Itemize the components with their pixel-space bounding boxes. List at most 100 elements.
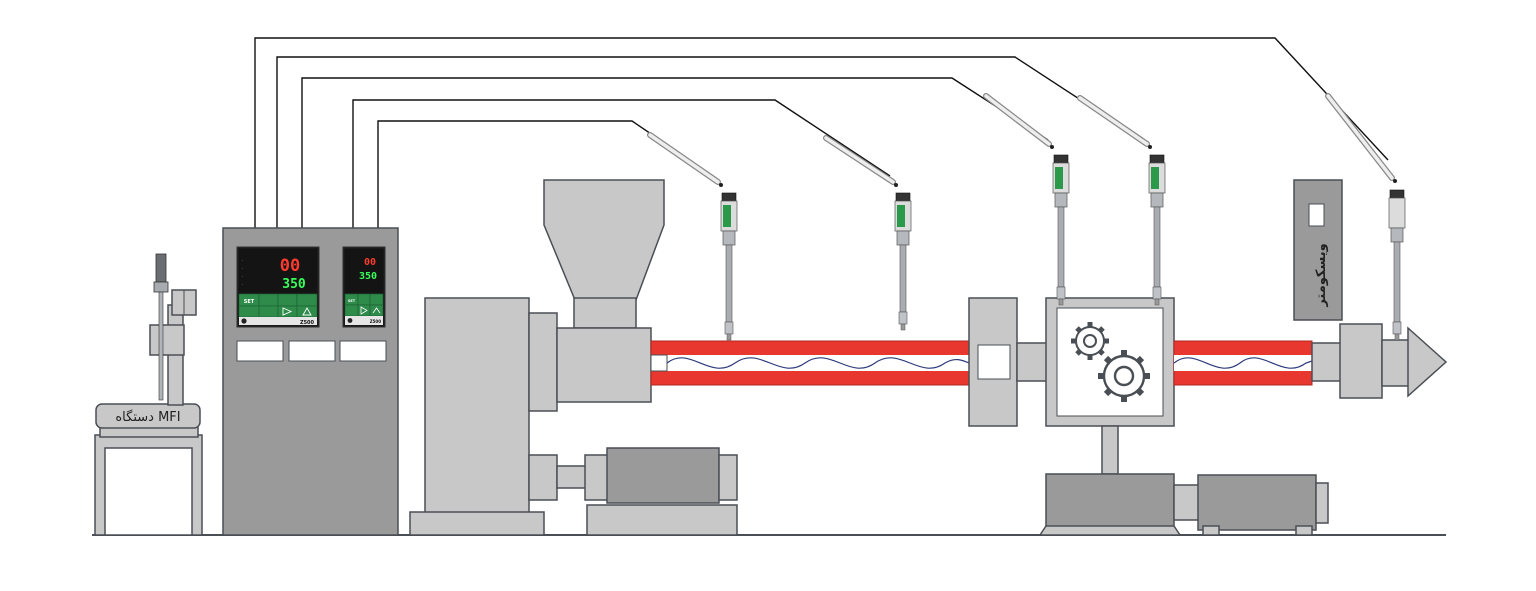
- barrel-2: [1173, 340, 1313, 386]
- motor-1-endcap: [584, 454, 610, 501]
- sensor-3-hex-nut: [1054, 192, 1068, 208]
- controller-large-key-4[interactable]: [296, 293, 318, 307]
- gear-icon: [1098, 350, 1150, 402]
- sensor-3-connector-tip: [1050, 145, 1054, 149]
- hopper: [543, 179, 665, 301]
- sensor-5-cap: [1389, 189, 1405, 199]
- viscometer-label: ویسکومتر: [1314, 243, 1329, 307]
- gear-pump: [1045, 297, 1175, 475]
- wire-sensor-2: [352, 99, 891, 247]
- wire-sensor-4: [276, 56, 1143, 247]
- wire-sensor-3: [301, 77, 1049, 247]
- controller-large-key-5[interactable]: [238, 305, 260, 318]
- wire-viscometer-sensor: [254, 37, 1389, 247]
- controller-large-indicator-tun: ·: [242, 282, 243, 287]
- sensor-1-hex-nut: [722, 230, 736, 246]
- sensor-3-cable-sleeve: [984, 94, 1051, 146]
- hopper-throat: [573, 297, 637, 329]
- barrel-1-bore: [651, 355, 969, 371]
- gear-icon: [1071, 322, 1109, 360]
- sensor-5-connector-tip: [1393, 179, 1397, 183]
- mfi-arm: [149, 324, 185, 356]
- sensor-3-tip: [1058, 298, 1064, 306]
- sensor-2-label-band: [897, 205, 905, 227]
- controller-small-shift-button[interactable]: [357, 293, 371, 306]
- adapter-window: [977, 344, 1011, 380]
- sensor-5-housing: [1388, 197, 1406, 229]
- controller-small-up-button[interactable]: [369, 304, 384, 317]
- motor-2: [1038, 473, 1329, 536]
- mfi-table-opening: [104, 447, 193, 536]
- motor-2-foot-right: [1295, 525, 1313, 536]
- motor-1-body: [606, 447, 720, 504]
- controller-small-key-4[interactable]: [344, 304, 359, 317]
- extruder-1-gearbox: [556, 327, 652, 403]
- controller-large-logo-icon: [241, 318, 247, 324]
- barrel-1-inlet: [650, 354, 668, 372]
- sensor-5-tip: [1394, 333, 1400, 341]
- extruder-1-base: [409, 511, 545, 536]
- motor-2-foot-left: [1202, 525, 1220, 536]
- viscometer-window: [1308, 203, 1325, 227]
- sensor-4-cap: [1149, 154, 1165, 164]
- controller-large-key-3[interactable]: [277, 293, 298, 307]
- sensor-4-connector-tip: [1148, 145, 1152, 149]
- sensor-4-hex-nut: [1150, 192, 1164, 208]
- sensor-2-thread: [898, 311, 908, 325]
- motor-2-coupling: [1173, 484, 1201, 521]
- mfi-sensor-stem: [158, 291, 164, 401]
- sensor-1-thread: [724, 321, 734, 335]
- sensor-5-cable-sleeve: [1326, 94, 1394, 180]
- mfi-label: دستگاه MFI: [115, 409, 180, 425]
- controller-small-model: Z500: [370, 319, 381, 324]
- sensor-5-stem: [1393, 241, 1401, 323]
- sensor-2-tip: [900, 323, 906, 331]
- controller-large-set-label: SET: [244, 299, 255, 305]
- signal-wires: [254, 37, 1389, 247]
- motor-2-gearbox: [1045, 473, 1175, 533]
- controller-large-sv: 350: [282, 277, 306, 292]
- controller-small-play-button[interactable]: [357, 304, 371, 317]
- control-cabinet: · · · · 00 350 SET Z500 00 350: [222, 227, 399, 536]
- controller-small-logo-icon: [347, 318, 353, 323]
- sensor-2-cap: [895, 192, 911, 202]
- controller-small-footer: [345, 316, 383, 325]
- barrel-1: [650, 340, 970, 386]
- controller-large-shift-button[interactable]: [258, 293, 279, 307]
- controller-large: · · · · 00 350 SET Z500: [236, 246, 320, 328]
- sensor-4-cable-sleeve: [1078, 96, 1149, 146]
- controller-large-key-6[interactable]: [258, 305, 279, 318]
- controller-large-play-button[interactable]: [277, 305, 298, 318]
- sensor-1-label-band: [723, 205, 731, 227]
- motor-1-base: [586, 504, 738, 536]
- controller-large-model: Z500: [300, 320, 315, 326]
- controller-small-set-label: SET: [348, 299, 356, 303]
- extruder-1-flange: [528, 312, 558, 412]
- sensor-1-cap: [721, 192, 737, 202]
- motor-1-coupling: [528, 454, 558, 501]
- controller-small: 00 350 SET Z500: [342, 246, 386, 328]
- sensor-2-cable-sleeve: [824, 136, 895, 184]
- up-arrow-icon: [302, 307, 312, 316]
- die-tip: [1407, 326, 1448, 398]
- cabinet-slot-3: [339, 340, 387, 362]
- sensor-3-thread: [1056, 286, 1066, 300]
- controller-large-indicator-al2: ·: [242, 274, 243, 279]
- sensor-4-thread: [1152, 286, 1162, 300]
- controller-small-pv: 00: [364, 257, 376, 268]
- controller-small-key-3[interactable]: [369, 293, 384, 306]
- sensor-1-stem: [725, 244, 733, 323]
- extruder-1: [409, 179, 738, 536]
- motor-2-rear: [1315, 482, 1329, 524]
- controller-large-lcd: [239, 249, 317, 293]
- motor-1-rear: [718, 454, 738, 501]
- viscometer-neck: [1311, 342, 1343, 382]
- sensor-5-hex-nut: [1390, 227, 1404, 243]
- mfi-sensor-body: [155, 253, 167, 283]
- sensor-3-label-band: [1055, 167, 1063, 189]
- sensor-1-cable-sleeve: [648, 133, 720, 184]
- sensor-5-thread: [1392, 321, 1402, 335]
- motor-1-shaft: [556, 465, 588, 489]
